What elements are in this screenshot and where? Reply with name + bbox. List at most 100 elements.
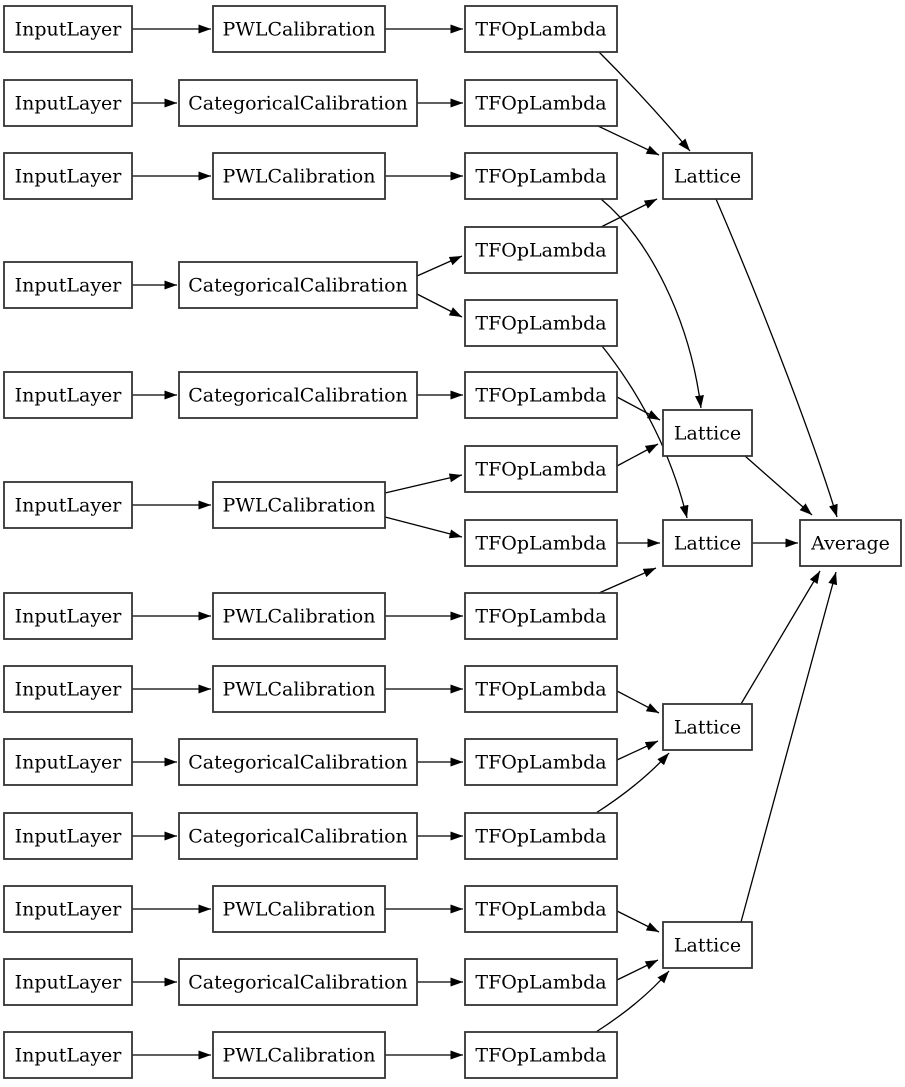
edge-calib-6-to-lambda-7 — [384, 473, 463, 494]
node-lattice-4: Lattice — [662, 703, 753, 751]
edge-lambda-6-to-lattice-2 — [616, 396, 661, 421]
calib-4-label: CategoricalCalibration — [188, 275, 408, 297]
input-4-box — [3, 261, 133, 309]
edge-lattice-2-to-average — [744, 455, 813, 516]
node-calib-3: PWLCalibration — [212, 152, 386, 200]
lattice-3-label: Lattice — [674, 533, 741, 555]
edge-lambda-4-to-lattice-1 — [600, 198, 658, 228]
calib-3-box — [212, 152, 386, 200]
lattice-5-box — [662, 921, 753, 969]
node-lambda-11: TFOpLambda — [464, 738, 618, 786]
node-calib-4: CategoricalCalibration — [178, 261, 418, 309]
edges-layer — [132, 24, 838, 1060]
input-13-box — [3, 1031, 133, 1079]
calib-13-box — [212, 1031, 386, 1079]
input-5-box — [3, 371, 133, 419]
lattice-3-box — [662, 519, 753, 567]
input-8-box — [3, 665, 133, 713]
input-11-label: InputLayer — [15, 899, 123, 921]
edge-lambda-13-to-lattice-5 — [616, 910, 660, 933]
lambda-8-box — [464, 519, 618, 567]
lambda-4-label: TFOpLambda — [475, 240, 606, 262]
edge-lambda-11-to-lattice-4 — [616, 740, 659, 761]
edge-lambda-10-to-lattice-4 — [616, 690, 660, 714]
node-calib-6: PWLCalibration — [212, 481, 386, 529]
node-input-13: InputLayer — [3, 1031, 133, 1079]
edge-lambda-3-to-lattice-2 — [600, 198, 704, 409]
lattice-1-label: Lattice — [674, 166, 741, 188]
lambda-4-box — [464, 226, 618, 274]
calib-6-box — [212, 481, 386, 529]
node-lattice-5: Lattice — [662, 921, 753, 969]
edge-lambda-9-to-lattice-3 — [598, 567, 657, 594]
node-calib-10: CategoricalCalibration — [178, 812, 418, 860]
calib-2-label: CategoricalCalibration — [188, 93, 408, 115]
lattice-2-box — [662, 409, 753, 457]
input-7-box — [3, 592, 133, 640]
edge-lattice-4-to-average — [740, 570, 821, 705]
calib-2-box — [178, 79, 418, 127]
node-lambda-10: TFOpLambda — [464, 665, 618, 713]
node-average: Average — [799, 519, 902, 567]
calib-1-box — [212, 5, 386, 53]
node-input-2: InputLayer — [3, 79, 133, 127]
lambda-2-label: TFOpLambda — [475, 93, 606, 115]
input-1-box — [3, 5, 133, 53]
lambda-3-label: TFOpLambda — [475, 166, 606, 188]
node-lattice-3: Lattice — [662, 519, 753, 567]
lambda-7-box — [464, 445, 618, 493]
node-input-1: InputLayer — [3, 5, 133, 53]
node-lambda-9: TFOpLambda — [464, 592, 618, 640]
lambda-5-box — [464, 299, 618, 347]
input-6-box — [3, 481, 133, 529]
node-input-9: InputLayer — [3, 738, 133, 786]
node-calib-5: CategoricalCalibration — [178, 371, 418, 419]
lattice-2-label: Lattice — [674, 423, 741, 445]
lambda-1-box — [464, 5, 618, 53]
node-calib-2: CategoricalCalibration — [178, 79, 418, 127]
edge-lambda-14-to-lattice-5 — [616, 959, 659, 981]
edge-lattice-1-to-average — [715, 198, 838, 518]
calib-13-label: PWLCalibration — [223, 1045, 376, 1067]
input-11-box — [3, 885, 133, 933]
input-4-label: InputLayer — [15, 275, 123, 297]
input-1-label: InputLayer — [15, 19, 123, 41]
node-input-10: InputLayer — [3, 812, 133, 860]
node-lambda-5: TFOpLambda — [464, 299, 618, 347]
node-calib-7: PWLCalibration — [212, 592, 386, 640]
input-3-label: InputLayer — [15, 166, 123, 188]
lambda-11-label: TFOpLambda — [475, 752, 606, 774]
calib-10-box — [178, 812, 418, 860]
input-13-label: InputLayer — [15, 1045, 123, 1067]
calib-5-box — [178, 371, 418, 419]
input-12-box — [3, 958, 133, 1006]
edge-lambda-2-to-lattice-1 — [597, 125, 660, 156]
node-lambda-2: TFOpLambda — [464, 79, 618, 127]
calib-11-label: PWLCalibration — [223, 899, 376, 921]
input-9-box — [3, 738, 133, 786]
node-lambda-3: TFOpLambda — [464, 152, 618, 200]
edge-lambda-12-to-lattice-4 — [595, 752, 670, 814]
node-lambda-6: TFOpLambda — [464, 371, 618, 419]
node-calib-11: PWLCalibration — [212, 885, 386, 933]
lambda-12-box — [464, 812, 618, 860]
node-input-6: InputLayer — [3, 481, 133, 529]
node-calib-12: CategoricalCalibration — [178, 958, 418, 1006]
node-lambda-7: TFOpLambda — [464, 445, 618, 493]
calib-7-box — [212, 592, 386, 640]
input-12-label: InputLayer — [15, 972, 123, 994]
average-box — [799, 519, 902, 567]
lambda-10-box — [464, 665, 618, 713]
node-lambda-14: TFOpLambda — [464, 958, 618, 1006]
edge-calib-6-to-lambda-8 — [384, 516, 463, 539]
node-input-8: InputLayer — [3, 665, 133, 713]
calib-4-box — [178, 261, 418, 309]
calib-3-label: PWLCalibration — [223, 166, 376, 188]
node-input-4: InputLayer — [3, 261, 133, 309]
lattice-4-label: Lattice — [674, 717, 741, 739]
node-input-12: InputLayer — [3, 958, 133, 1006]
calib-9-box — [178, 738, 418, 786]
input-2-box — [3, 79, 133, 127]
node-lambda-1: TFOpLambda — [464, 5, 618, 53]
